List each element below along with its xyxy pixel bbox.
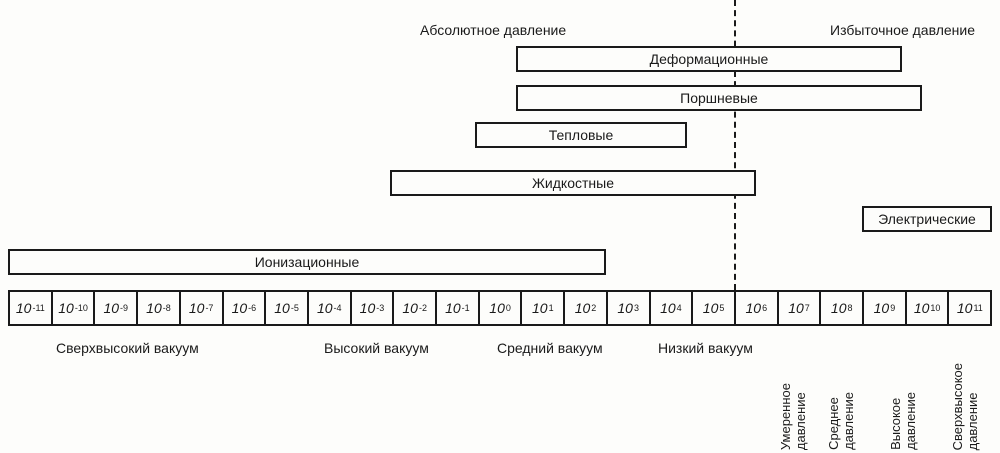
- scale-cell-base: 10: [956, 300, 973, 316]
- scale-cell-base: 10: [574, 300, 591, 316]
- range-medium-pressure: Среднее давление: [826, 338, 860, 450]
- scale-cell: 10-1: [437, 292, 480, 324]
- instrument-electric-label: Электрические: [878, 211, 976, 227]
- scale-cell-exponent: 8: [847, 303, 853, 313]
- range-high-pressure: Высокое давление: [888, 338, 922, 450]
- range-medium-pressure-label: Среднее давление: [826, 392, 856, 450]
- scale-cell-exponent: 3: [633, 303, 639, 313]
- scale-cell-base: 10: [274, 300, 290, 316]
- instrument-deformation-label: Деформационные: [649, 51, 769, 67]
- scale-cell-exponent: 11: [973, 303, 983, 313]
- scale-cell-exponent: 4: [676, 303, 682, 313]
- instrument-piston: Поршневые: [516, 85, 922, 111]
- instrument-ionization: Ионизационные: [8, 249, 606, 275]
- scale-cell-base: 10: [913, 300, 930, 316]
- scale-cell-exponent: -3: [376, 303, 385, 313]
- scale-cell-base: 10: [702, 300, 719, 316]
- range-ultrahigh-vacuum: Сверхвысокий вакуум: [56, 340, 199, 356]
- scale-cell-base: 10: [445, 300, 461, 316]
- range-moderate-pressure-label: Умеренное давление: [778, 382, 808, 450]
- scale-cell-base: 10: [489, 300, 505, 316]
- scale-cell-base: 10: [103, 300, 120, 316]
- instrument-deformation: Деформационные: [516, 46, 902, 72]
- scale-cell: 10-7: [181, 292, 224, 324]
- scale-cell-exponent: 9: [890, 303, 896, 313]
- scale-cell-exponent: -5: [290, 303, 299, 313]
- scale-cell-base: 10: [617, 300, 633, 316]
- scale-cell-base: 10: [188, 300, 205, 316]
- scale-cell: 10-11: [10, 292, 53, 324]
- range-high-vacuum: Высокий вакуум: [324, 340, 429, 356]
- range-low-vacuum: Низкий вакуум: [658, 340, 753, 356]
- scale-cell-exponent: -2: [418, 303, 427, 313]
- zone-absolute-label: Абсолютное давление: [420, 22, 567, 38]
- scale-cell: 10-8: [138, 292, 181, 324]
- range-moderate-pressure: Умеренное давление: [778, 338, 812, 450]
- scale-cell-exponent: 5: [719, 303, 725, 313]
- scale-cell-exponent: 6: [762, 303, 768, 313]
- scale-cell-exponent: -6: [248, 303, 257, 313]
- range-ultrahigh-pressure-label: Сверхвысокое давление: [950, 362, 980, 450]
- scale-cell-exponent: 10: [930, 303, 941, 313]
- scale-cell-base: 10: [402, 300, 418, 316]
- instrument-liquid: Жидкостные: [390, 170, 756, 196]
- scale-cell-exponent: -10: [74, 303, 88, 313]
- scale-cell-base: 10: [830, 300, 847, 316]
- instrument-piston-label: Поршневые: [680, 90, 758, 106]
- scale-cell-base: 10: [745, 300, 762, 316]
- scale-cell-exponent: -4: [333, 303, 342, 313]
- scale-cell-exponent: 7: [804, 303, 810, 313]
- scale-cell-exponent: -9: [120, 303, 129, 313]
- range-ultrahigh-pressure: Сверхвысокое давление: [950, 338, 984, 450]
- instrument-thermal-label: Тепловые: [548, 127, 614, 143]
- scale-cell-base: 10: [231, 300, 248, 316]
- scale-cell-base: 10: [146, 300, 162, 316]
- scale-cell-base: 10: [359, 300, 376, 316]
- scale-cell: 10-9: [95, 292, 139, 324]
- scale-cell: 10-2: [394, 292, 438, 324]
- scale-cell-exponent: -1: [461, 303, 470, 313]
- scale-cell-base: 10: [788, 300, 804, 316]
- instrument-thermal: Тепловые: [475, 122, 687, 148]
- scale-cell-exponent: -7: [205, 303, 214, 313]
- absolute-excess-divider: [734, 0, 736, 290]
- instrument-liquid-label: Жидкостные: [532, 175, 614, 191]
- scale-cell-exponent: 0: [505, 303, 511, 313]
- scale-cell-exponent: -8: [162, 303, 171, 313]
- range-high-pressure-label: Высокое давление: [888, 392, 918, 450]
- scale-cell-exponent: -11: [32, 303, 45, 313]
- scale-cell-base: 10: [15, 300, 32, 316]
- scale-cell: 10-6: [224, 292, 267, 324]
- range-medium-vacuum: Средний вакуум: [497, 340, 603, 356]
- scale-cell-base: 10: [531, 300, 548, 316]
- scale-cell-base: 10: [316, 300, 333, 316]
- instrument-electric: Электрические: [862, 206, 992, 232]
- scale-cell-base: 10: [660, 300, 676, 316]
- scale-cell-exponent: 1: [548, 303, 554, 313]
- scale-cell-exponent: 2: [591, 303, 597, 313]
- scale-cell: 10-10: [53, 292, 96, 324]
- scale-cell: 10-4: [309, 292, 352, 324]
- instrument-ionization-label: Ионизационные: [254, 254, 360, 270]
- zone-excess-label: Избыточное давление: [830, 22, 975, 38]
- scale-cell: 10-3: [352, 292, 395, 324]
- scale-cell-base: 10: [873, 300, 890, 316]
- scale-cell-base: 10: [58, 300, 74, 316]
- scale-cell: 10-5: [266, 292, 309, 324]
